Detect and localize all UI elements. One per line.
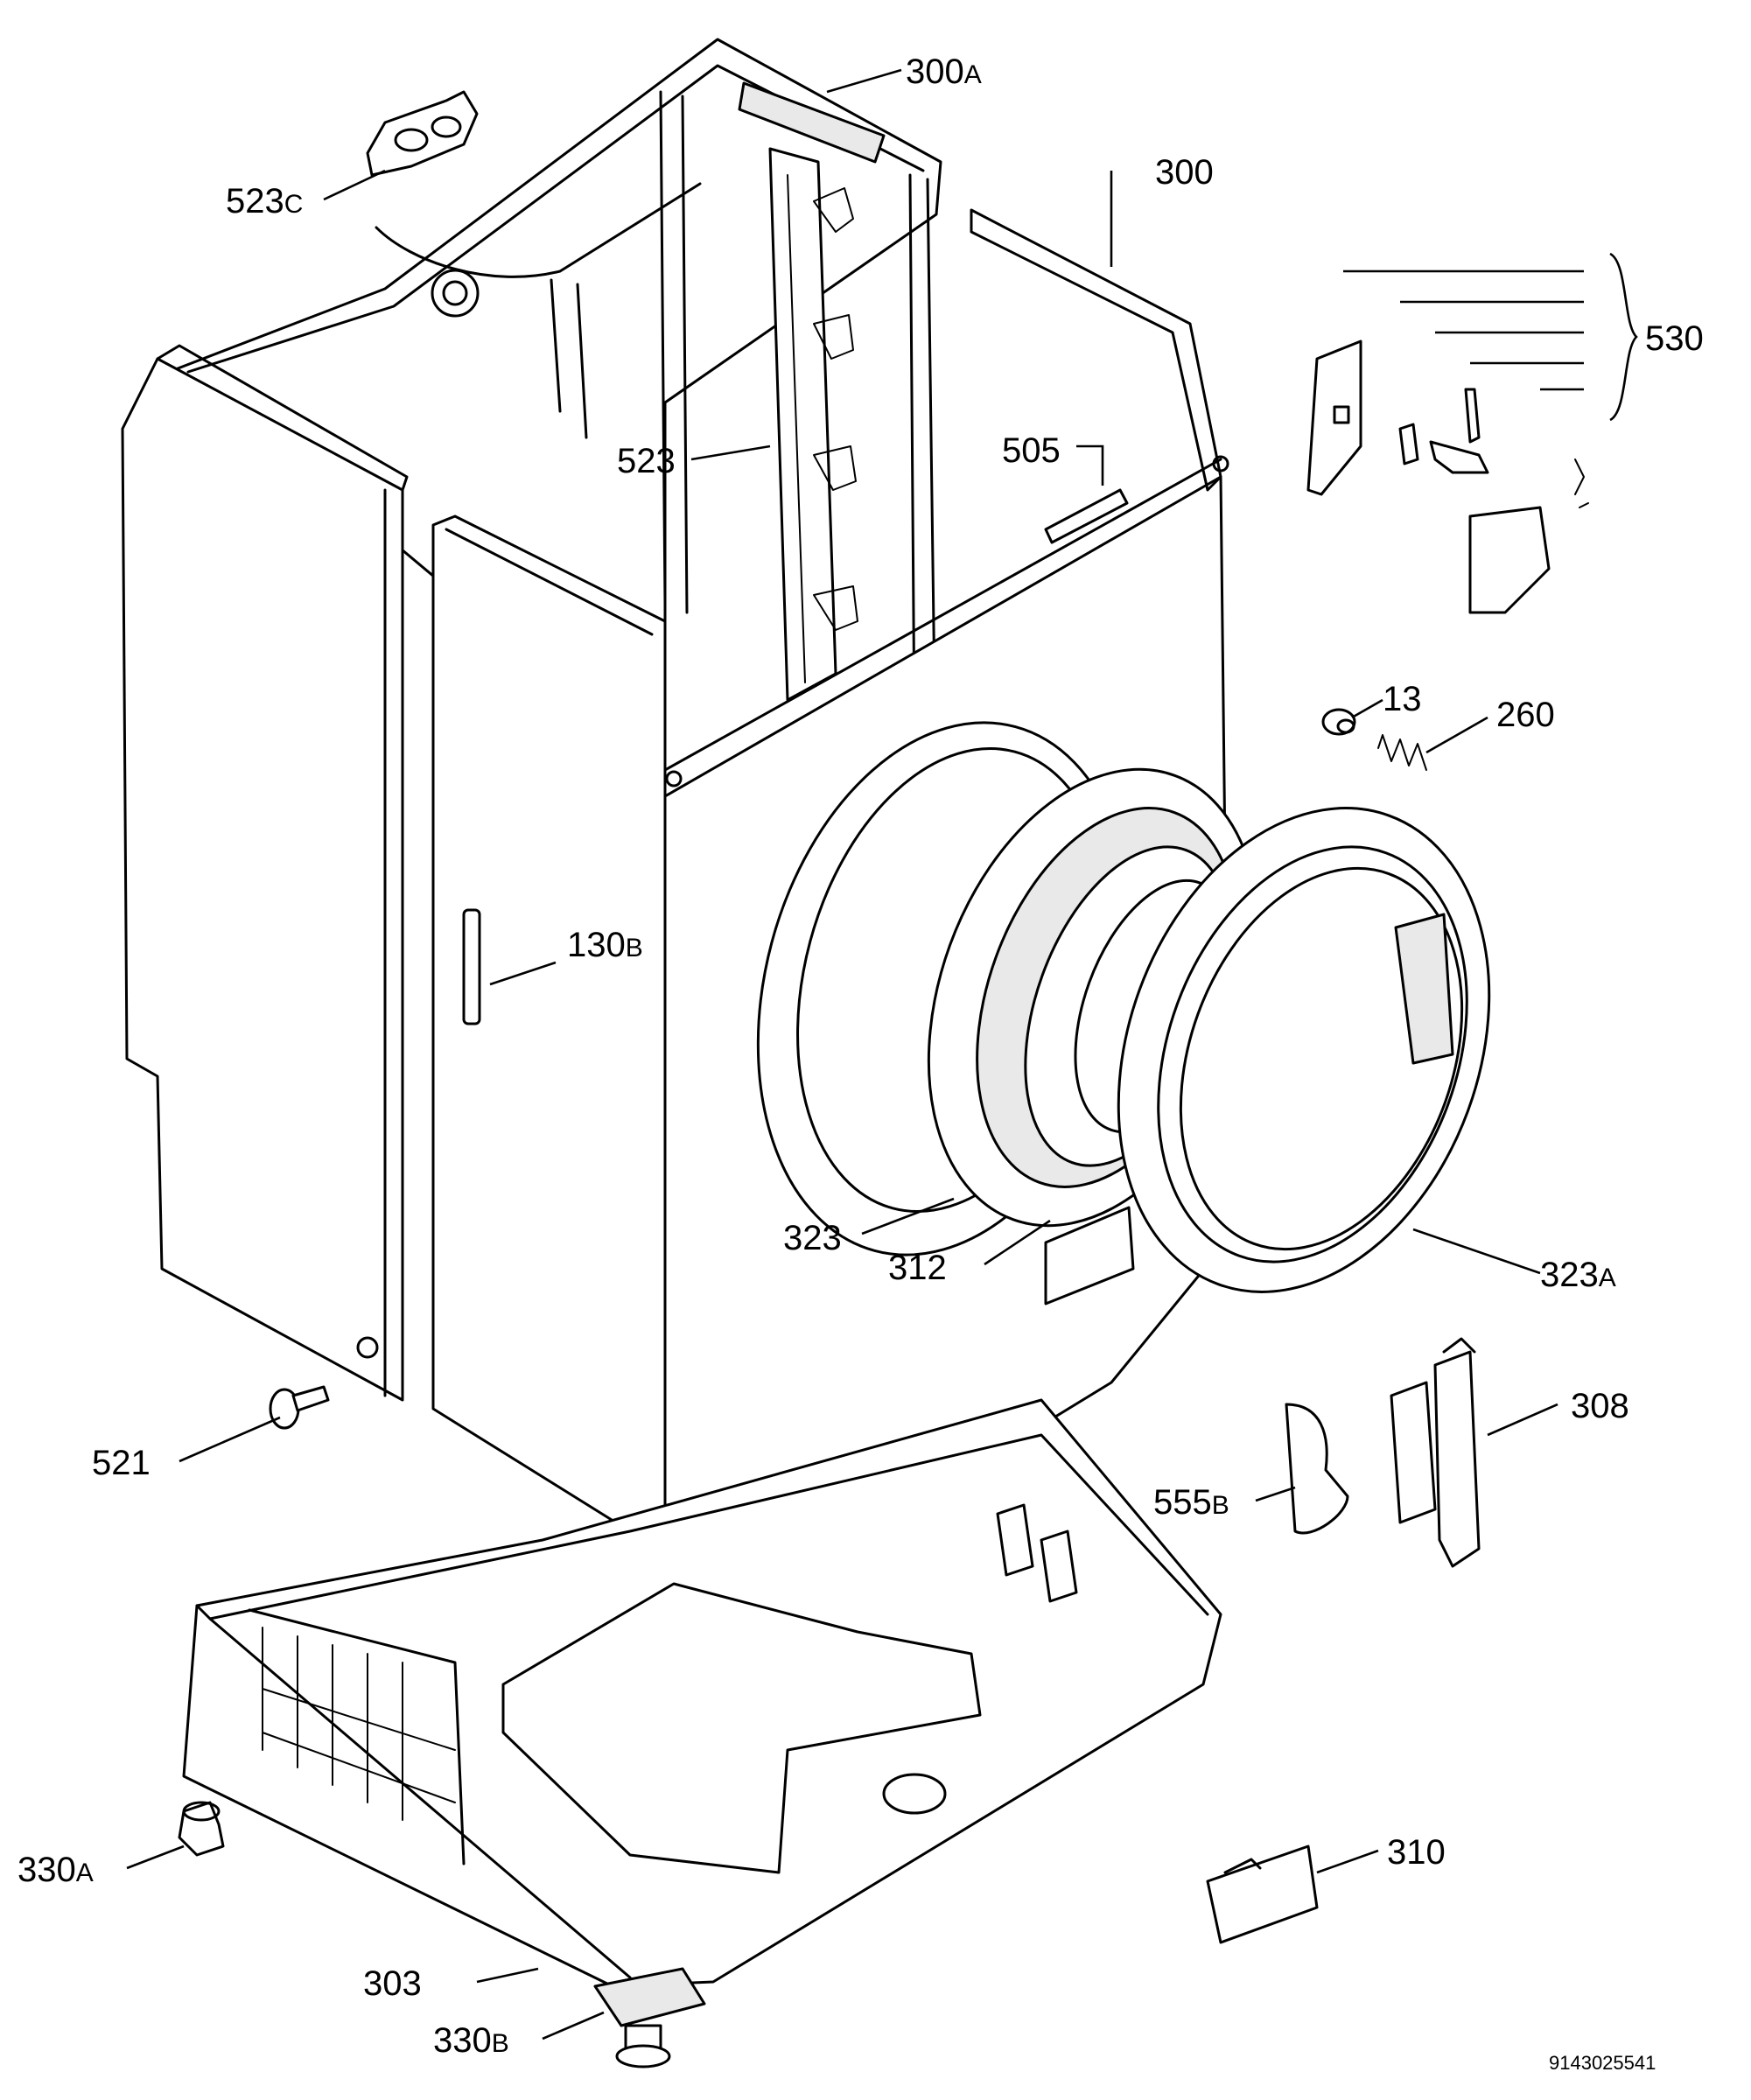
leader-323: [861, 1197, 955, 1236]
leader-300a: [826, 68, 902, 94]
leader-lines: [126, 68, 1638, 2040]
leader-530-brace: [1609, 252, 1638, 422]
leader-303: [476, 1967, 539, 1984]
clip-523c-part: [366, 90, 479, 177]
foot-330b-part: [593, 1967, 706, 2068]
spring-260-part: [1377, 734, 1427, 771]
label-505: 505: [1002, 431, 1061, 470]
leader-330b: [542, 2011, 605, 2040]
label-530: 530: [1645, 319, 1704, 358]
label-330a: 330A: [18, 1851, 94, 1889]
label-300a: 300A: [906, 52, 982, 91]
leader-555b: [1255, 1486, 1296, 1502]
leader-310: [1316, 1849, 1379, 1874]
leader-13: [1351, 698, 1383, 719]
label-323a: 323A: [1540, 1256, 1616, 1294]
bush-13-part: [1321, 708, 1356, 736]
label-13: 13: [1383, 680, 1422, 718]
label-260: 260: [1496, 696, 1555, 734]
plate-555b-part: [1285, 1403, 1349, 1535]
leader-312: [984, 1219, 1051, 1266]
label-555b: 555B: [1153, 1483, 1229, 1522]
lock-assembly-530-part: [1306, 340, 1589, 614]
document-number: 9143025541: [1549, 2052, 1656, 2074]
flap-310-part: [1206, 1844, 1319, 1944]
part-labels: 300A 300 523C 530 523 505 13 260 130B 32…: [18, 52, 1704, 2060]
foot-330a-part: [178, 1801, 225, 1857]
cabinet-frame-part: [156, 38, 942, 772]
label-523c: 523C: [226, 182, 303, 220]
leader-330a: [126, 1844, 185, 1870]
side-panel-left-part: [121, 344, 409, 1402]
label-323: 323: [783, 1219, 842, 1257]
leader-323a: [1412, 1228, 1541, 1275]
label-300: 300: [1155, 153, 1214, 192]
screw-521-part: [269, 1385, 330, 1430]
leader-505: [1076, 444, 1104, 486]
side-panel-front-part: [431, 514, 667, 1555]
label-521: 521: [92, 1444, 151, 1482]
label-308: 308: [1571, 1387, 1629, 1425]
leader-260: [1425, 716, 1488, 754]
hinge-308-part: [1390, 1337, 1481, 1568]
base-frame-part: [182, 1398, 1222, 1988]
leader-308: [1487, 1403, 1558, 1437]
label-523: 523: [617, 442, 676, 480]
leader-130b: [489, 961, 557, 986]
door-part: [1117, 807, 1491, 1293]
label-130b: 130B: [567, 926, 643, 964]
rod-505-part: [1044, 488, 1129, 544]
label-310: 310: [1387, 1833, 1446, 1872]
leader-523c: [323, 169, 386, 201]
label-312: 312: [888, 1249, 947, 1287]
leader-523: [690, 444, 771, 461]
label-303: 303: [363, 1964, 422, 2003]
label-330b: 330B: [433, 2021, 509, 2060]
leader-521: [179, 1416, 281, 1463]
